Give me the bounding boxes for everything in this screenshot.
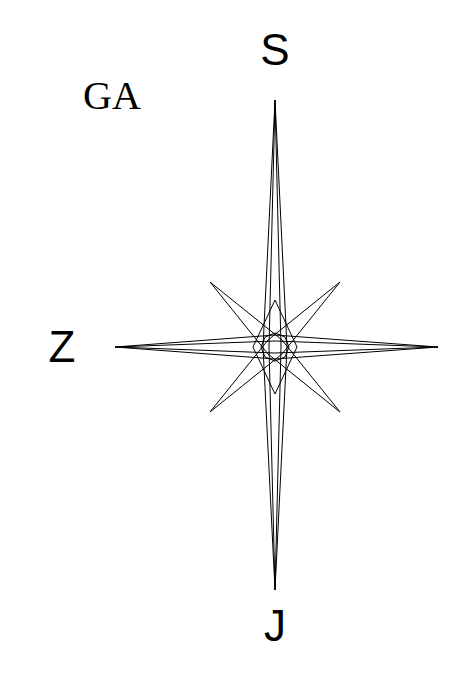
compass-letter: Z	[49, 325, 76, 369]
compass-letter: S	[260, 28, 289, 72]
title-fragment: GA	[83, 76, 141, 116]
compass-letter: J	[264, 604, 286, 648]
compass-star	[115, 100, 438, 590]
